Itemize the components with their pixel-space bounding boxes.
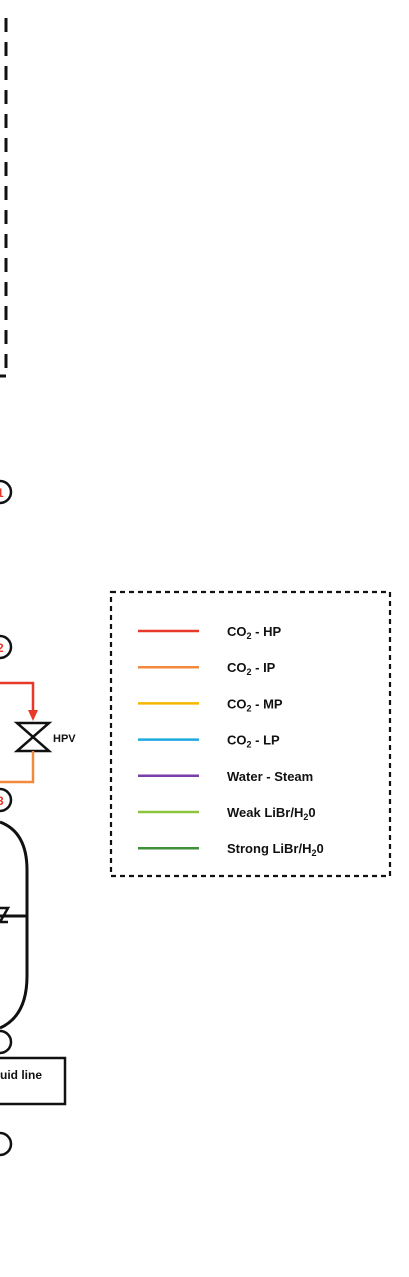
legend-item-water-steam: Water - Steam (138, 769, 313, 784)
receiver-vessel (0, 820, 29, 1030)
legend-label-strong-libr: Strong LiBr/H20 (227, 841, 324, 858)
legend-label-co2-hp: CO2 - HP (227, 624, 281, 641)
state-point-1: 1 (0, 479, 13, 505)
dashed-boundary-top-left (0, 18, 8, 378)
state-point-4 (0, 1029, 13, 1055)
legend: CO2 - HP CO2 - IP CO2 - MP CO2 - LP Water - … (109, 590, 392, 878)
state-point-2: 2 (0, 634, 13, 660)
legend-item-co2-ip: CO2 - IP (138, 660, 276, 677)
legend-item-co2-lp: CO2 - LP (138, 733, 280, 750)
liquid-line-label: uid line (0, 1068, 42, 1082)
co2-ip-line (0, 751, 35, 784)
legend-label-water-steam: Water - Steam (227, 769, 313, 784)
liquid-line-box: uid line (0, 1056, 67, 1106)
state-point-2-label: 2 (0, 641, 4, 655)
state-point-3: 3 (0, 787, 13, 813)
legend-item-weak-libr: Weak LiBr/H20 (138, 805, 316, 822)
co2-hp-line (0, 681, 38, 721)
state-point-1-label: 1 (0, 486, 4, 500)
legend-label-co2-mp: CO2 - MP (227, 696, 283, 713)
legend-item-strong-libr: Strong LiBr/H20 (138, 841, 324, 858)
hpv-valve-icon[interactable] (13, 721, 53, 753)
state-point-5 (0, 1131, 13, 1157)
hpv-valve-label: HPV (53, 733, 76, 745)
legend-item-co2-hp: CO2 - HP (138, 624, 281, 641)
legend-label-co2-ip: CO2 - IP (227, 660, 276, 677)
legend-label-weak-libr: Weak LiBr/H20 (227, 805, 316, 822)
legend-label-co2-lp: CO2 - LP (227, 733, 280, 750)
legend-items: CO2 - HP CO2 - IP CO2 - MP CO2 - LP Water - … (138, 624, 324, 858)
legend-border (109, 590, 392, 878)
state-point-3-label: 3 (0, 794, 4, 808)
legend-item-co2-mp: CO2 - MP (138, 696, 283, 713)
